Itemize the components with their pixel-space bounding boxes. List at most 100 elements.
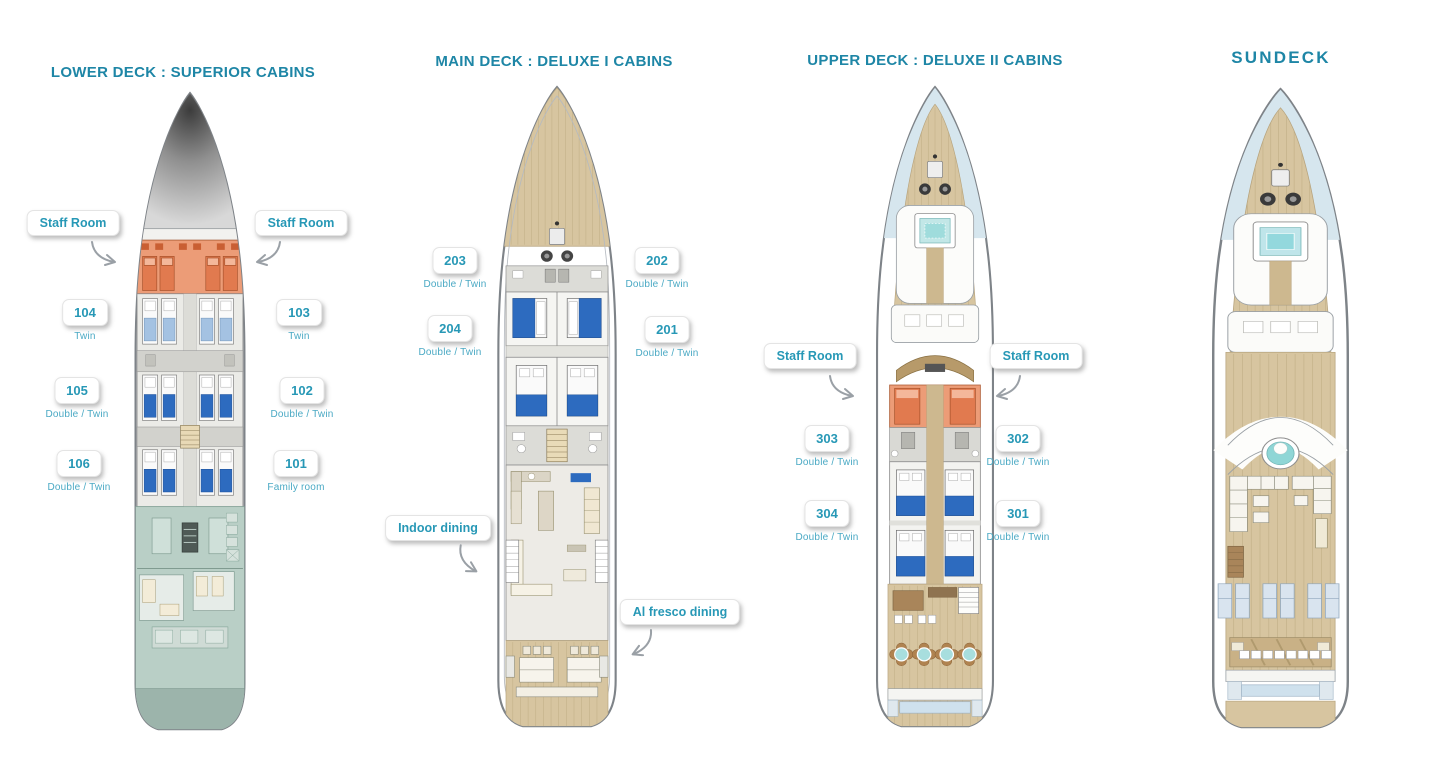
sundeck-interior <box>1213 89 1348 728</box>
cabin-number-badge: 203 <box>432 247 478 274</box>
anchor-winch <box>540 221 574 262</box>
arrow-to-staff-right <box>992 374 1026 405</box>
cabin-label-304: 304 Double / Twin <box>795 500 858 543</box>
arrow-to-staff-left <box>824 374 858 405</box>
label-staff-room-left: Staff Room <box>26 210 120 236</box>
al-fresco-dining-set <box>505 645 609 698</box>
round-dining-tables <box>889 642 982 667</box>
cabin-label-202: 202 Double / Twin <box>625 247 688 290</box>
cabin-label-201: 201 Double / Twin <box>635 316 698 359</box>
cabin-number-badge: 202 <box>634 247 680 274</box>
cabin-type-label: Family room <box>267 482 325 493</box>
sundeck-title: SUNDECK <box>1231 48 1331 67</box>
staff-room-badge: Staff Room <box>763 343 857 369</box>
cabin-type-label: Double / Twin <box>423 279 487 290</box>
staff-area <box>136 239 244 295</box>
cabin-number-badge: 103 <box>276 299 322 326</box>
cabin-type-label: Double / Twin <box>635 348 699 359</box>
mid-bathrooms-stairs <box>505 425 609 466</box>
cabin-label-101: 101 Family room <box>267 450 324 493</box>
walkway-band <box>135 228 245 241</box>
cabin-label-102: 102 Double / Twin <box>270 377 333 420</box>
cabin-number-badge: 302 <box>995 425 1041 452</box>
indoor-dining-badge: Indoor dining <box>385 515 491 541</box>
cabin-type-label: Double / Twin <box>270 409 334 420</box>
staff-bunk-beds <box>142 256 238 291</box>
lower-deck-title: LOWER DECK : SUPERIOR CABINS <box>50 64 316 81</box>
bar-counter-blue <box>570 473 591 483</box>
cabin-type-label: Double / Twin <box>986 457 1050 468</box>
label-staff-room-right: Staff Room <box>254 210 348 236</box>
upper-deck-plan <box>875 85 995 728</box>
forward-lounge <box>895 205 975 304</box>
helm-console <box>924 363 946 372</box>
corridor <box>926 384 944 585</box>
cabin-divider <box>505 345 609 358</box>
cabin-type-label: Double / Twin <box>795 457 859 468</box>
aft-deck-al-fresco <box>505 640 609 727</box>
arrow-to-al-fresco-dining <box>623 627 663 664</box>
cabin-label-106: 106 Double / Twin <box>47 450 110 493</box>
guest-cabins-area <box>889 384 981 585</box>
bar-counter <box>892 587 958 624</box>
guest-cabins-area <box>136 293 244 508</box>
cabin-number-badge: 104 <box>62 299 108 326</box>
cabin-type-label: Twin <box>288 331 310 342</box>
aft-deck <box>887 583 983 727</box>
cabin-label-104: 104 Twin <box>62 299 108 342</box>
aft-stairs <box>958 587 979 614</box>
sun-loungers <box>1217 583 1340 619</box>
staff-room-badge: Staff Room <box>254 210 348 236</box>
cabin-number-badge: 204 <box>427 315 473 342</box>
bathroom-band <box>136 350 244 373</box>
al-fresco-dining-badge: Al fresco dining <box>619 599 741 625</box>
cabin-number-badge: 102 <box>279 377 325 404</box>
cabin-type-label: Double / Twin <box>625 279 689 290</box>
deck-stairs <box>1227 545 1244 578</box>
cabins-203-202 <box>505 291 609 347</box>
bow-area <box>135 93 245 230</box>
galley-salon <box>505 464 609 641</box>
corridor <box>183 293 197 507</box>
cabin-type-label: Double / Twin <box>45 409 109 420</box>
main-deck-plan <box>497 85 617 728</box>
mid-seating <box>1227 311 1334 353</box>
side-stairs <box>505 539 609 583</box>
cabin-label-303: 303 Double / Twin <box>795 425 858 468</box>
cabin-label-203: 203 Double / Twin <box>423 247 486 290</box>
forward-bathrooms <box>505 265 609 293</box>
cabin-number-badge: 303 <box>804 425 850 452</box>
stern-blue-strip <box>899 701 971 714</box>
lower-deck-plan <box>134 91 246 731</box>
cabin-number-badge: 106 <box>56 450 102 477</box>
arrow-to-staff-left <box>86 240 120 271</box>
cabin-label-105: 105 Double / Twin <box>45 377 108 420</box>
arrow-to-staff-right <box>252 240 286 271</box>
cabin-label-301: 301 Double / Twin <box>986 500 1049 543</box>
cabin-type-label: Twin <box>74 331 96 342</box>
cabin-label-302: 302 Double / Twin <box>986 425 1049 468</box>
lounge-sofas <box>1229 475 1332 549</box>
jacuzzi <box>1261 437 1300 470</box>
bridge-seating <box>890 304 980 343</box>
twin-beds-row-104-103 <box>142 298 234 345</box>
label-staff-room-left: Staff Room <box>763 343 857 369</box>
main-deck-title: MAIN DECK : DELUXE I CABINS <box>435 53 673 70</box>
aft-bar-band <box>1229 637 1332 668</box>
cabin-number-badge: 101 <box>273 450 319 477</box>
upper-deck-interior <box>882 87 988 727</box>
stern-band <box>887 688 983 701</box>
cabins-204-201 <box>505 356 609 427</box>
anchor-winch <box>1260 162 1301 206</box>
cabin-type-label: Double / Twin <box>418 347 482 358</box>
anchor-winch <box>919 154 951 195</box>
main-deck-interior <box>500 87 614 727</box>
sundeck-plan <box>1212 87 1349 729</box>
lower-deck-interior <box>135 93 245 730</box>
forward-lounge <box>1233 213 1328 306</box>
label-al-fresco-dining: Al fresco dining <box>619 599 741 625</box>
staff-room-badge: Staff Room <box>26 210 120 236</box>
stern-crew-area <box>135 506 245 730</box>
wheelhouse-console <box>896 355 974 383</box>
